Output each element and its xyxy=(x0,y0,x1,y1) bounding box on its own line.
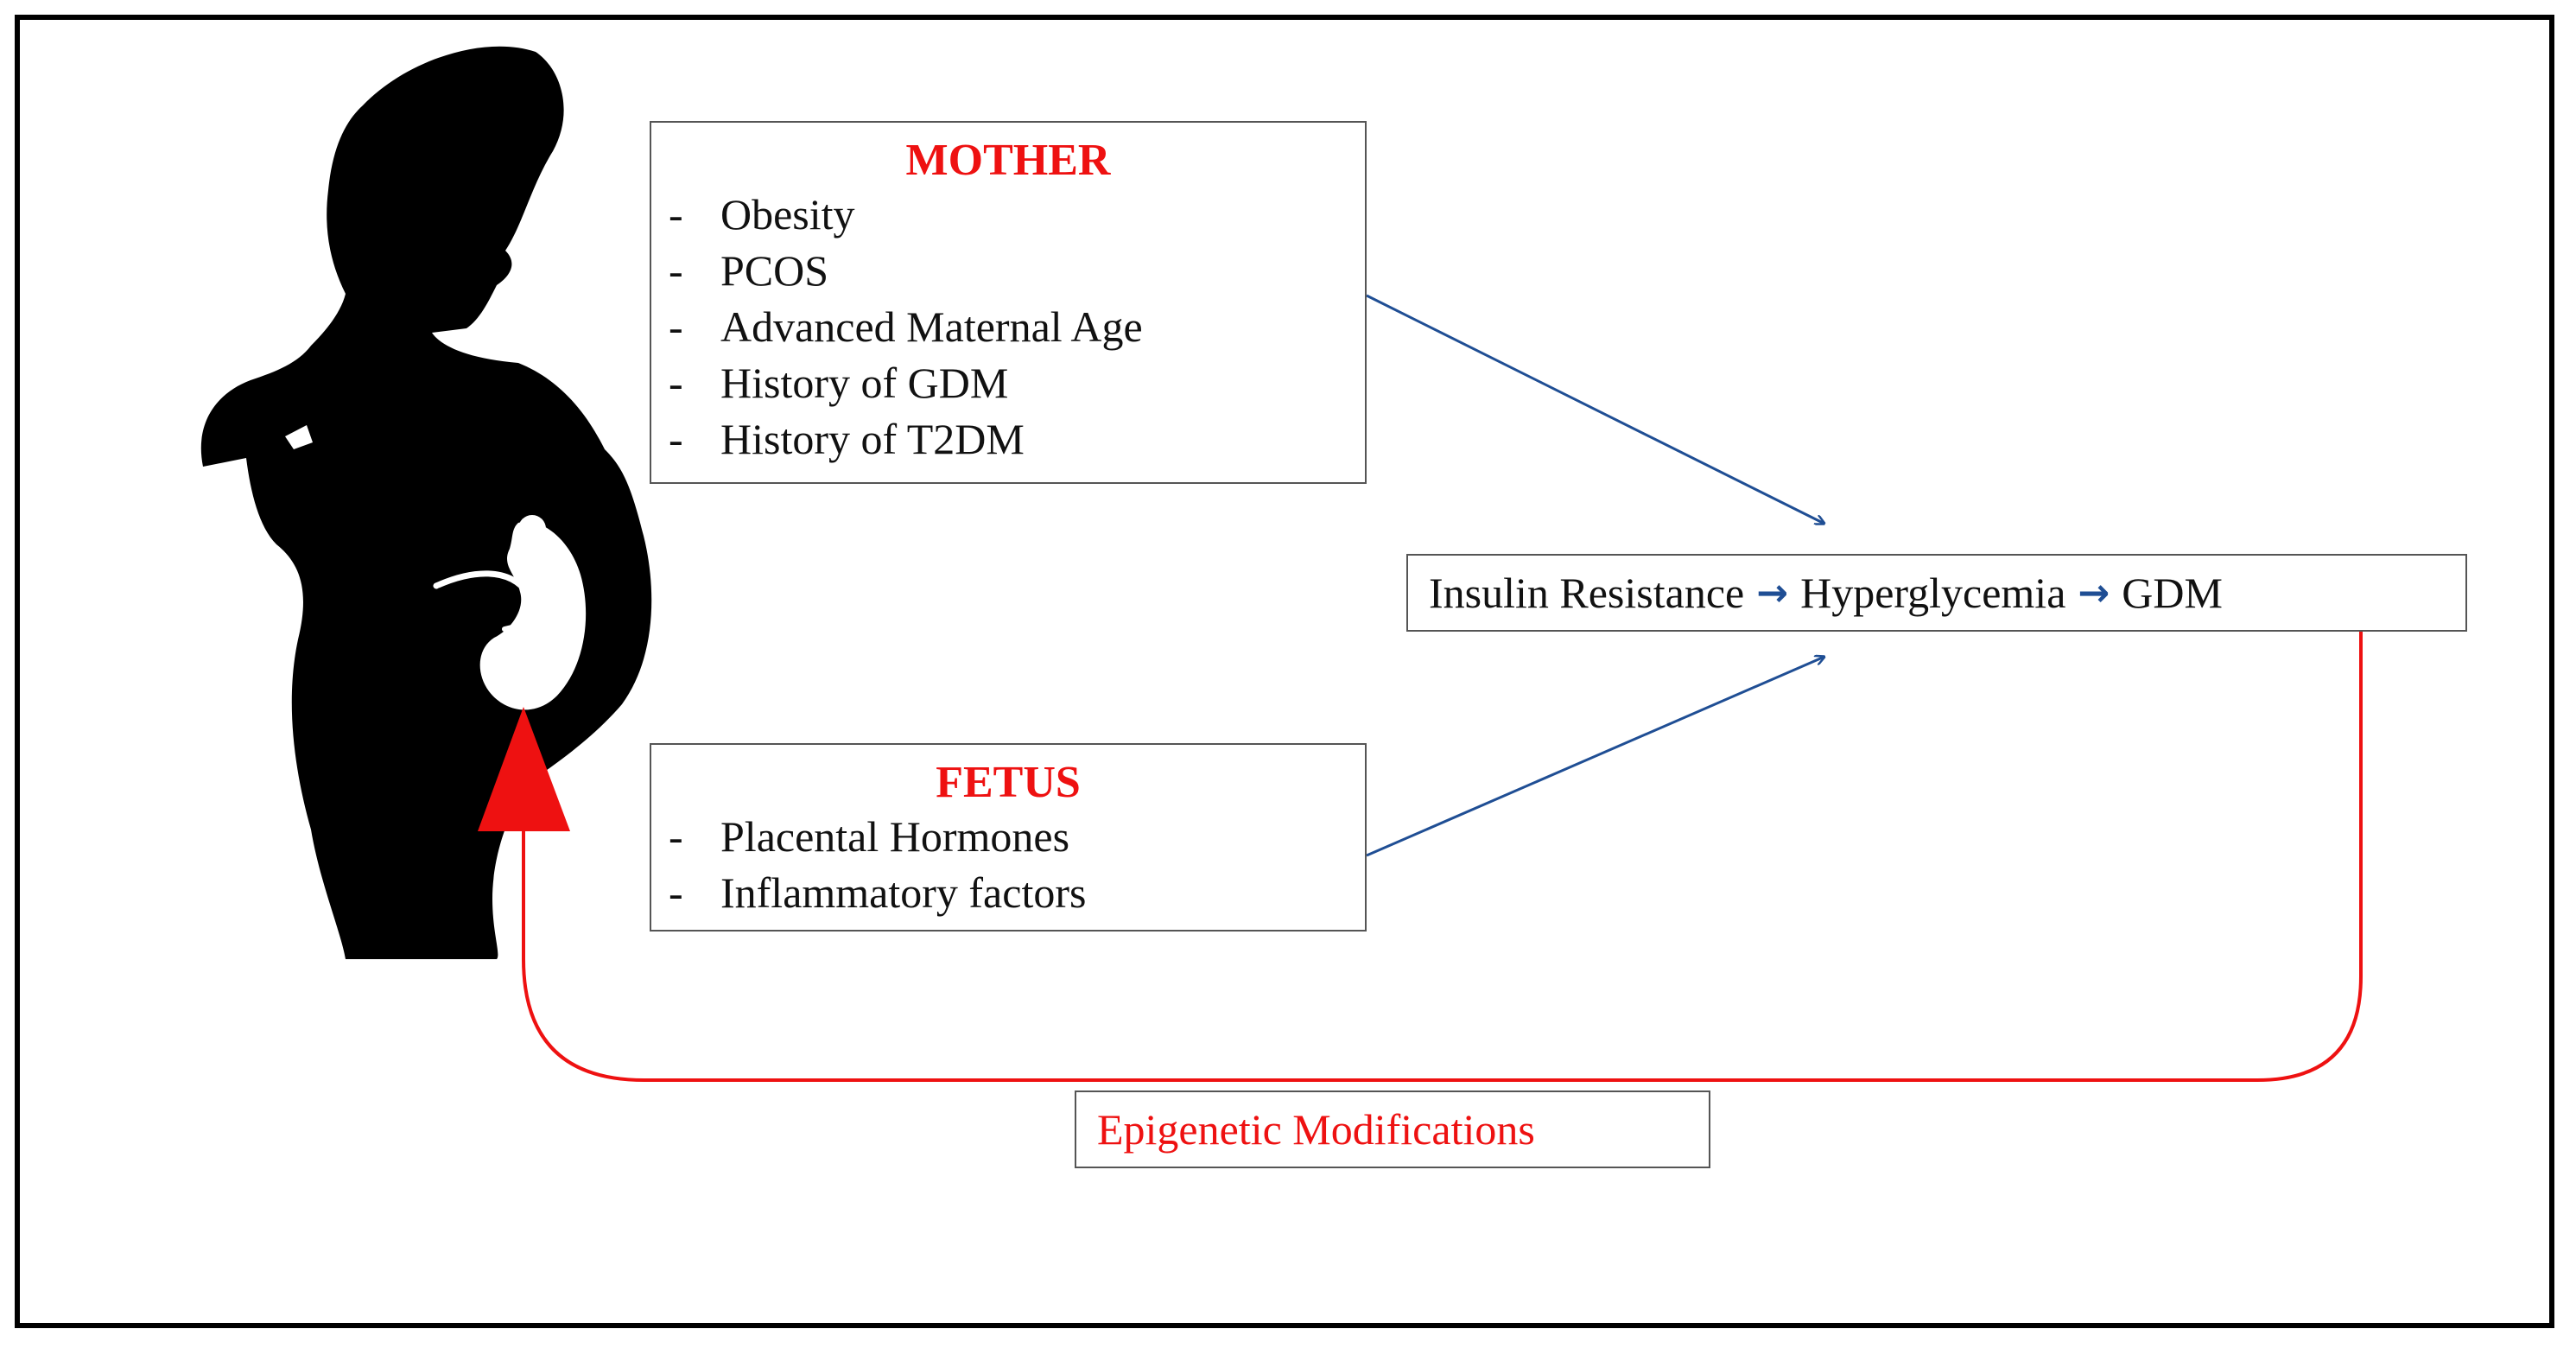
fetus-title: FETUS xyxy=(936,758,1081,807)
epigenetic-modifications-box: Epigenetic Modifications xyxy=(1075,1090,1710,1168)
epigenetic-label: Epigenetic Modifications xyxy=(1097,1105,1535,1154)
fetus-factor-list: -Placental Hormones -Inflammatory factor… xyxy=(651,809,1365,921)
right-arrow-icon: → xyxy=(1756,570,1789,615)
bullet-dash: - xyxy=(669,812,683,861)
list-item: -Obesity xyxy=(651,187,1365,243)
pathway-step-hyperglycemia: Hyperglycemia xyxy=(1800,569,2066,617)
list-item: -Advanced Maternal Age xyxy=(651,299,1365,355)
epigenetic-feedback-path xyxy=(522,632,2363,1082)
bullet-dash: - xyxy=(669,246,683,295)
mother-risk-box: MOTHER -Obesity -PCOS -Advanced Maternal… xyxy=(650,121,1367,484)
risk-factor-label: History of GDM xyxy=(720,359,1009,407)
bullet-dash: - xyxy=(669,359,683,407)
outcome-pathway-box: Insulin Resistance → Hyperglycemia → GDM xyxy=(1406,554,2467,632)
list-item: -Inflammatory factors xyxy=(651,865,1365,921)
list-item: -Placental Hormones xyxy=(651,809,1365,865)
bullet-dash: - xyxy=(669,415,683,463)
right-arrow-icon: → xyxy=(2078,570,2110,615)
fetal-factor-label: Inflammatory factors xyxy=(720,868,1087,917)
bullet-dash: - xyxy=(669,190,683,238)
pathway-step-gdm: GDM xyxy=(2122,569,2223,617)
list-item: -PCOS xyxy=(651,243,1365,299)
risk-factor-label: Obesity xyxy=(720,190,855,238)
list-item: -History of GDM xyxy=(651,355,1365,411)
bullet-dash: - xyxy=(669,302,683,351)
pregnant-woman-silhouette-icon xyxy=(200,46,652,959)
risk-factor-label: History of T2DM xyxy=(720,415,1025,463)
mother-risk-list: -Obesity -PCOS -Advanced Maternal Age -H… xyxy=(651,187,1365,467)
fetus-to-outcome-arrow xyxy=(1366,657,1824,857)
mother-title: MOTHER xyxy=(905,136,1111,185)
fetus-icon xyxy=(433,515,587,710)
mother-to-outcome-arrow xyxy=(1366,294,1824,524)
feedback-arrow-head xyxy=(478,707,570,831)
fetal-factor-label: Placental Hormones xyxy=(720,812,1070,861)
fetus-factor-box: FETUS -Placental Hormones -Inflammatory … xyxy=(650,743,1367,932)
list-item: -History of T2DM xyxy=(651,411,1365,467)
figure-frame xyxy=(15,15,2554,1328)
pathway-step-insulin-resistance: Insulin Resistance xyxy=(1429,569,1745,617)
risk-factor-label: PCOS xyxy=(720,246,829,295)
bullet-dash: - xyxy=(669,868,683,917)
risk-factor-label: Advanced Maternal Age xyxy=(720,302,1143,351)
